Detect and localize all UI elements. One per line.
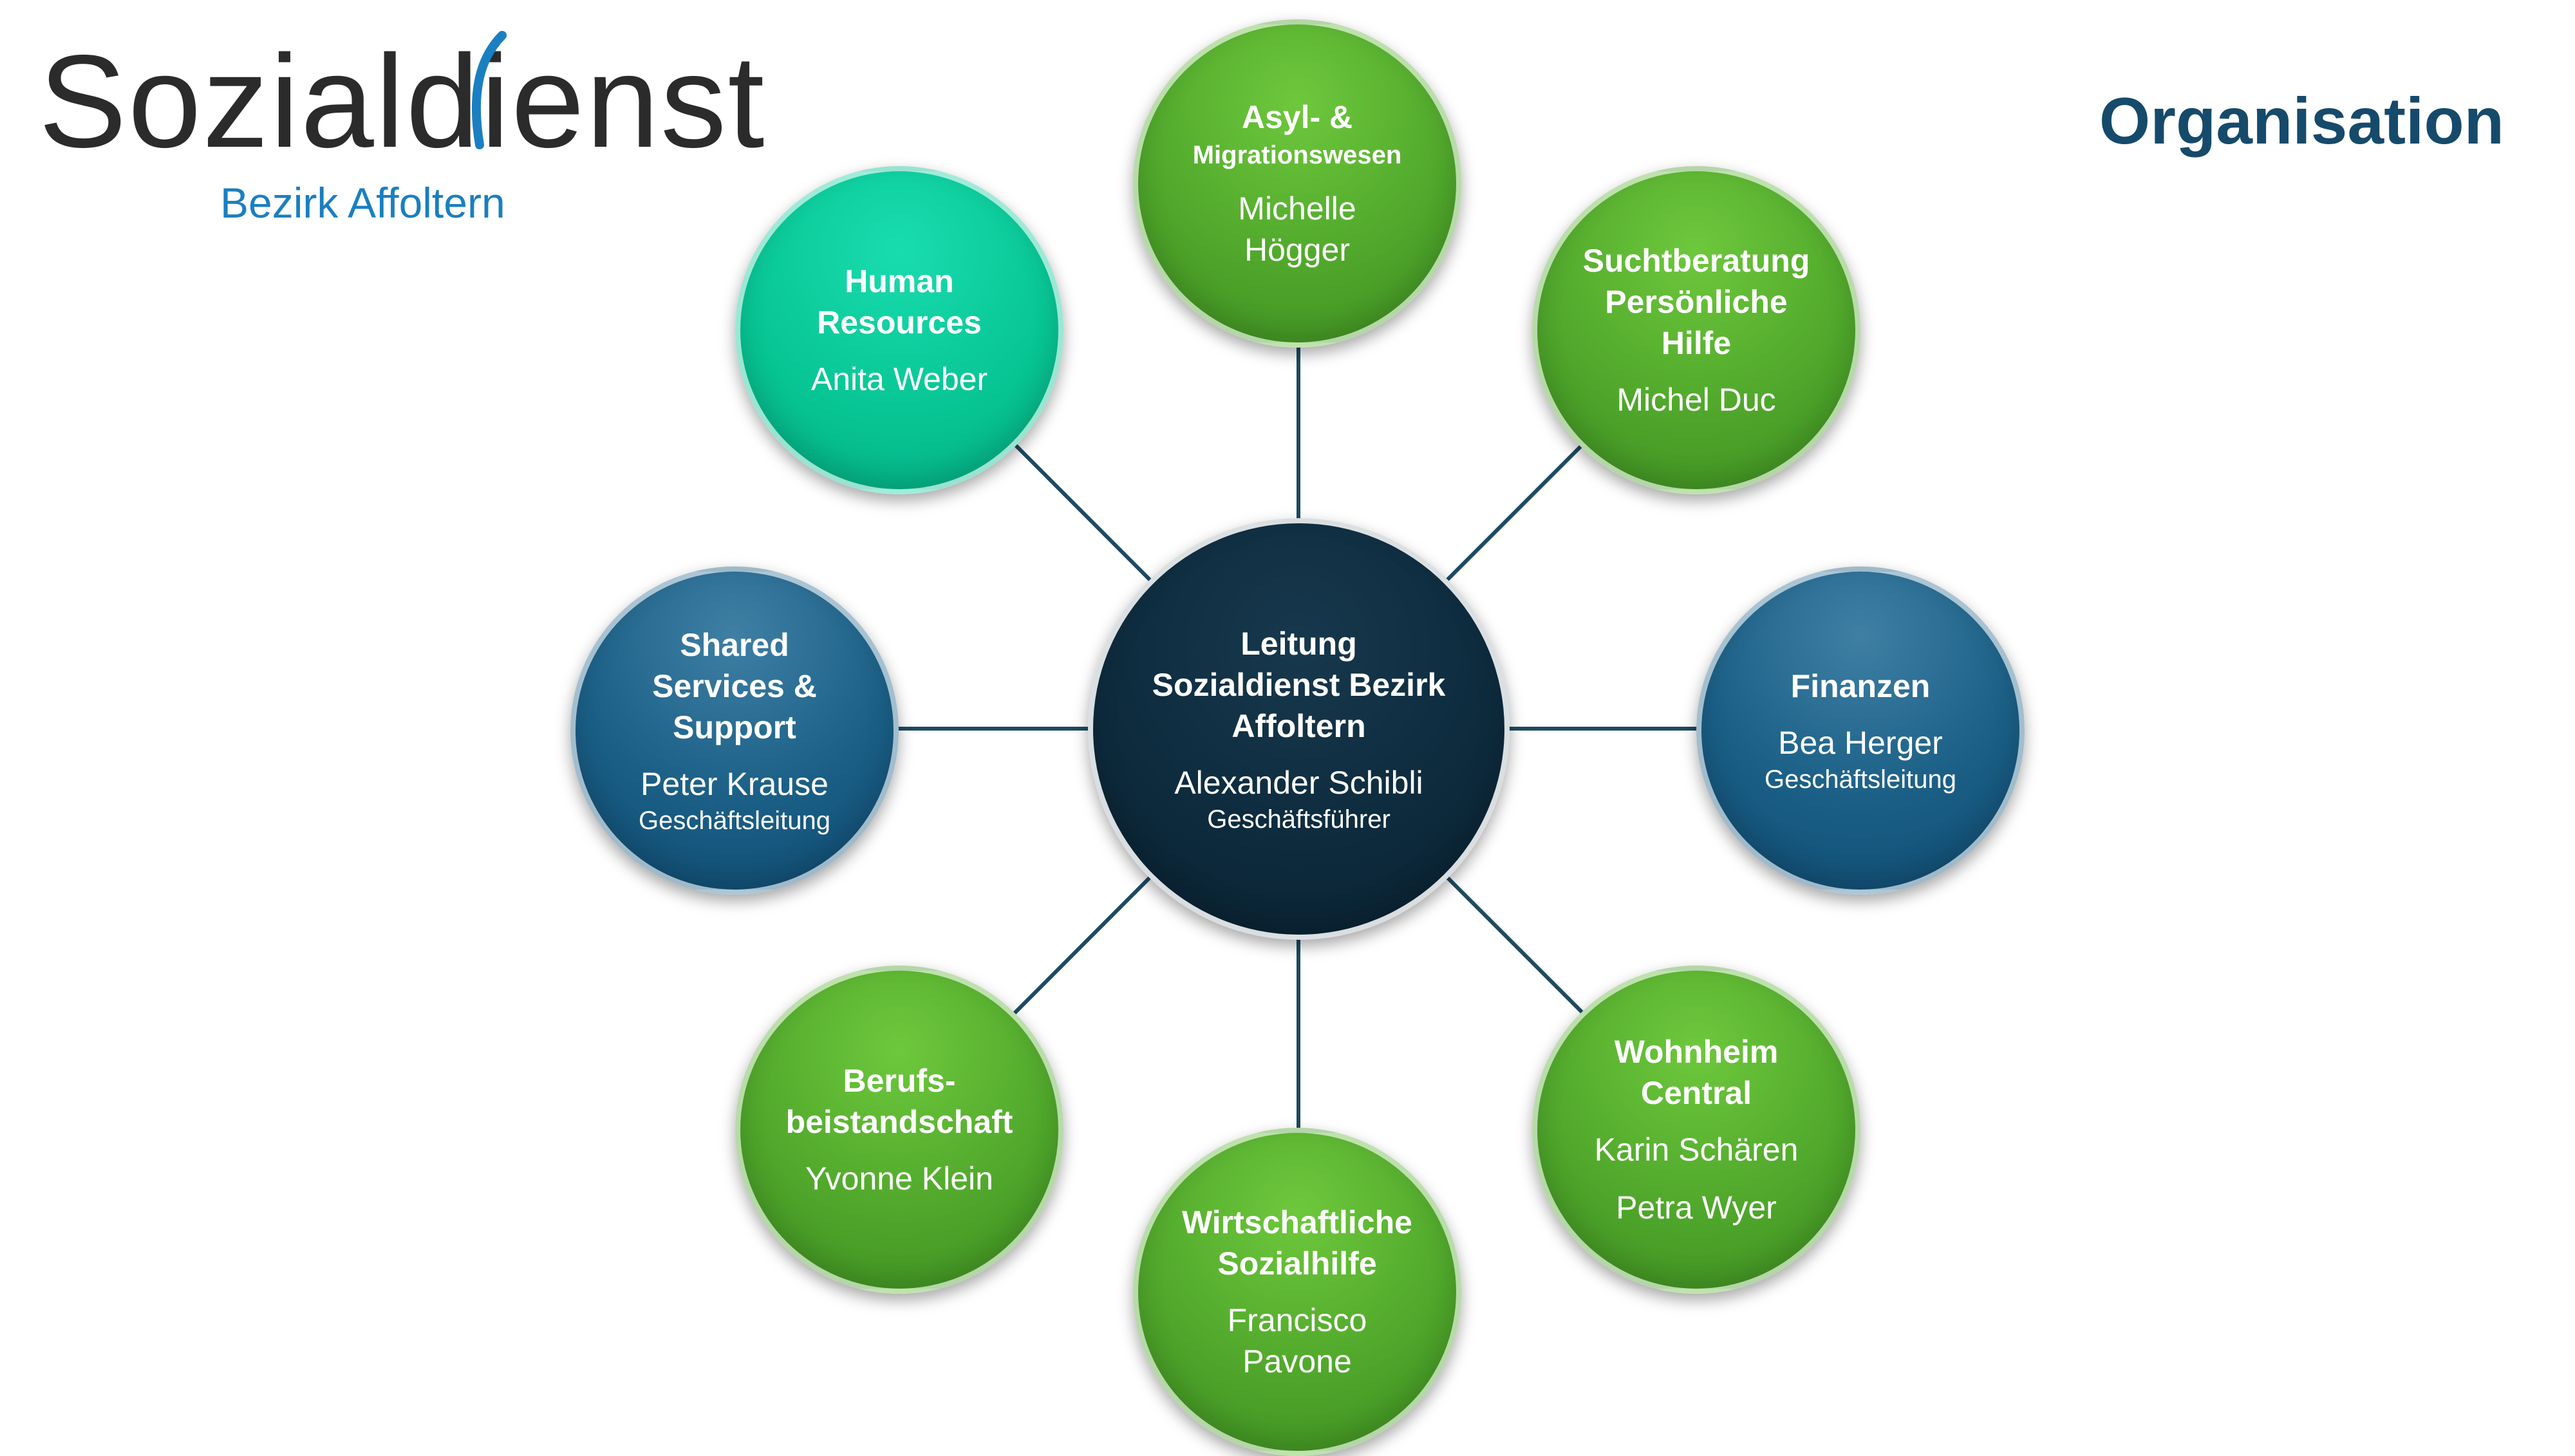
node-person: Yvonne Klein [805, 1161, 993, 1197]
logo-subtitle: Bezirk Affoltern [220, 179, 505, 227]
node-person: Michel Duc [1616, 382, 1776, 418]
node-person-2: Petra Wyer [1616, 1190, 1777, 1226]
node-title: Shared Services & Support [652, 627, 817, 745]
node-person: Anita Weber [810, 361, 988, 397]
node-person: Michelle Högger [1238, 191, 1356, 268]
node-human-resources: Human Resources Anita Weber [735, 166, 1063, 494]
logo-wordmark-part1: Sozial [39, 28, 406, 175]
node-title: Suchtberatung Persönliche Hilfe [1582, 243, 1810, 361]
center-title: Leitung Sozialdienst Bezirk Affoltern [1152, 625, 1446, 744]
node-person: Francisco Pavone [1227, 1302, 1367, 1379]
logo-wordmark: Sozialdienst [39, 35, 765, 167]
node-person: Karin Schären [1594, 1132, 1799, 1168]
node-title: Asyl- & [1241, 99, 1353, 135]
node-person: Peter Krause [641, 766, 829, 802]
node-title: Wohnheim Central [1614, 1034, 1779, 1111]
logo-swoosh-icon [471, 31, 507, 149]
node-wirtschaftliche-sozialhilfe: Wirtschaftliche Sozialhilfe Francisco Pa… [1133, 1128, 1461, 1456]
node-finanzen: Finanzen Bea Herger Geschäftsleitung [1696, 566, 2025, 895]
node-role: Geschäftsleitung [639, 807, 830, 835]
node-title: Berufs- beistandschaft [785, 1063, 1013, 1140]
center-person: Alexander Schibli [1174, 764, 1423, 801]
node-wohnheim: Wohnheim Central Karin Schären Petra Wye… [1532, 966, 1860, 1294]
node-suchtberatung: Suchtberatung Persönliche Hilfe Michel D… [1532, 166, 1860, 494]
node-title: Finanzen [1790, 668, 1931, 704]
node-person: Bea Herger [1778, 725, 1943, 761]
node-shared-services: Shared Services & Support Peter Krause G… [570, 566, 899, 895]
node-role: Geschäftsleitung [1765, 765, 1956, 794]
node-center-leitung: Leitung Sozialdienst Bezirk Affoltern Al… [1088, 518, 1510, 940]
node-asyl: Asyl- & Migrationswesen Michelle Högger [1133, 19, 1461, 348]
logo-wordmark-part2: dienst [406, 28, 766, 175]
node-title: Wirtschaftliche Sozialhilfe [1182, 1204, 1412, 1282]
node-title-line2: Migrationswesen [1192, 141, 1402, 169]
page-title: Organisation [2099, 84, 2504, 158]
node-berufsbeistandschaft: Berufs- beistandschaft Yvonne Klein [735, 966, 1063, 1294]
center-role: Geschäftsführer [1207, 805, 1390, 834]
node-title: Human Resources [817, 263, 982, 341]
logo: Sozialdienst Bezirk Affoltern [39, 31, 765, 227]
